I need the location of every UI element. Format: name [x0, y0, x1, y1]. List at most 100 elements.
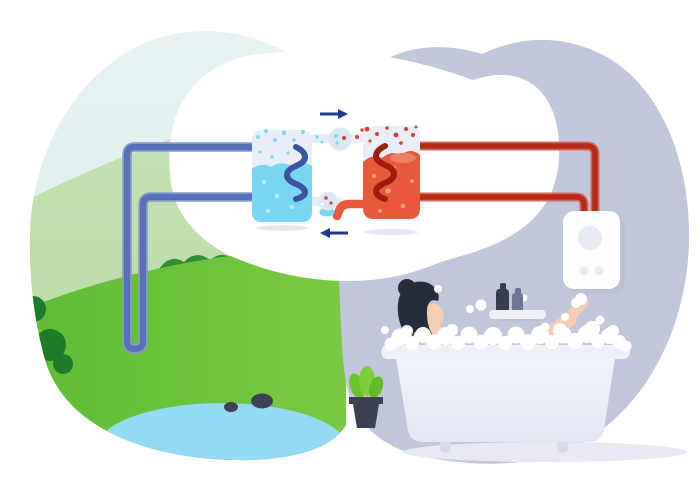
boiler-button [579, 266, 589, 276]
bubble [400, 203, 406, 209]
foam-bubble [460, 326, 478, 344]
particle [341, 135, 347, 141]
arrow-head [338, 109, 348, 119]
particle [315, 135, 319, 139]
particle [286, 151, 290, 155]
particle [360, 128, 364, 132]
bath-scene [381, 279, 687, 462]
bubble [385, 188, 391, 194]
boiler-dial [578, 226, 602, 250]
particle [292, 138, 296, 142]
particle [263, 128, 269, 134]
pot [349, 397, 383, 428]
face [424, 303, 444, 329]
particle [385, 126, 389, 130]
tub-body [396, 358, 615, 442]
bubble [266, 209, 270, 213]
particle [329, 201, 333, 205]
floor-shadow [403, 442, 687, 462]
expansion-bubble [318, 191, 338, 211]
shelf [489, 310, 546, 319]
soap-bottle [512, 293, 523, 312]
boiler-button [594, 266, 604, 276]
potted-plant [349, 366, 384, 428]
heat-exchanger [252, 109, 420, 238]
foam-bubble [484, 327, 502, 345]
hot-liquid-surface [390, 153, 416, 163]
bubble [378, 209, 382, 213]
floating-bubble [475, 299, 487, 311]
particle [411, 133, 415, 137]
boiler-unit [563, 211, 625, 294]
shampoo-bottle-neck [500, 283, 506, 291]
foam-bubble [405, 336, 419, 350]
shampoo-bottle [496, 289, 509, 312]
particle [375, 132, 379, 136]
tank-shadow [256, 225, 308, 231]
bathroom-shelf [489, 283, 546, 321]
foam-bubble [498, 336, 512, 350]
bubble [274, 193, 280, 199]
tank-shadow [364, 229, 418, 235]
compressor-bubble [328, 127, 352, 151]
particle [324, 196, 328, 200]
hair [397, 281, 439, 337]
cold-coil [284, 144, 308, 202]
particle [270, 155, 274, 159]
particle [404, 127, 408, 131]
foam-bubble [446, 324, 458, 336]
foam-bubble [553, 323, 567, 337]
particle [273, 138, 277, 142]
particle [335, 141, 339, 145]
soap-bottle-neck [515, 288, 521, 295]
foam-bubble [415, 327, 431, 343]
bubble [371, 173, 377, 179]
hot-liquid-bubbles [371, 166, 414, 213]
bubble [262, 180, 266, 184]
hot-coil [373, 143, 397, 202]
particle [399, 141, 403, 145]
particle [320, 202, 324, 206]
foam-bubble [620, 340, 632, 352]
pipe-core [382, 143, 598, 221]
particle [281, 130, 287, 136]
particle [355, 135, 359, 139]
hot-water-pipes [380, 141, 600, 223]
tub-rim [381, 345, 630, 359]
floating-bubble [434, 285, 442, 293]
foam-bubble [561, 313, 569, 321]
pond [96, 403, 347, 461]
particle [393, 132, 399, 138]
foam-bubble [507, 326, 525, 344]
bath-foam [381, 285, 632, 352]
bubble [290, 205, 294, 209]
bubble [410, 179, 414, 183]
particle [368, 139, 372, 143]
particle [256, 135, 260, 139]
leaf [368, 376, 384, 398]
foam-bubble [584, 321, 600, 337]
boiler-body [563, 211, 620, 289]
foam-bubble [401, 325, 413, 337]
arrow-right-icon [320, 109, 348, 119]
floating-bubble [540, 322, 550, 332]
ground-loop-pipe [122, 142, 301, 354]
cold-liquid [252, 162, 312, 222]
floating-bubble [595, 315, 605, 325]
rock [251, 393, 273, 409]
pipe-core [382, 194, 587, 221]
bush [53, 354, 73, 374]
expansion-spout [332, 199, 369, 221]
hot-liquid [363, 151, 420, 219]
particle [258, 150, 262, 154]
particle [364, 126, 370, 132]
floating-bubble [466, 305, 474, 313]
particle [334, 134, 338, 138]
floating-bubble [381, 326, 389, 334]
foam-bubble [451, 336, 465, 350]
arrow-head [320, 228, 330, 238]
floating-bubble [571, 298, 581, 308]
arrow-left-icon [320, 228, 348, 238]
